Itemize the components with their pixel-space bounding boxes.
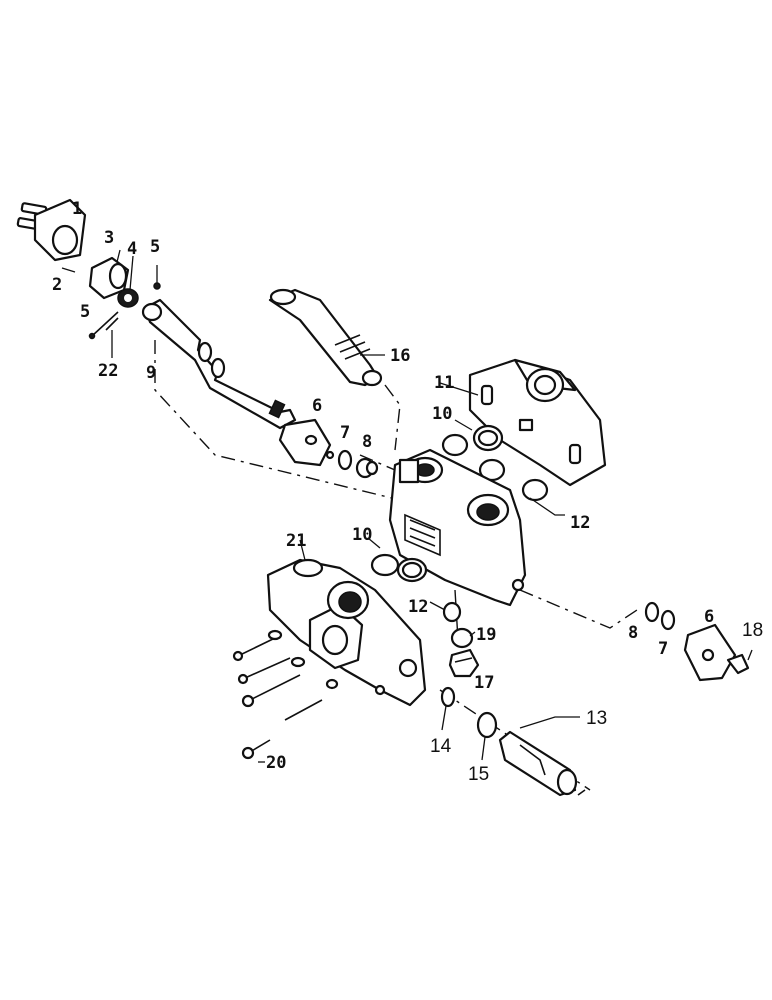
- callout-6-right: 6: [704, 607, 714, 627]
- part-3-sleeve: [88, 256, 130, 300]
- callout-10-lower: 10: [352, 525, 372, 545]
- part-9-spool: [141, 298, 297, 430]
- callout-9: 9: [146, 363, 156, 383]
- callout-12-upper: 12: [570, 513, 590, 533]
- part-10-12-seals-lower: [370, 553, 462, 623]
- callout-7-right: 7: [658, 639, 668, 659]
- callout-5-lower: 5: [80, 302, 90, 322]
- callout-5-upper: 5: [150, 237, 160, 257]
- callout-17: 17: [474, 673, 494, 693]
- callout-labels: 1 2 3 4 5 5 22 9 16 11 10 6 7 8 12 21 10…: [52, 199, 763, 785]
- part-6-7-8-18-right: [644, 601, 753, 682]
- callout-3: 3: [104, 228, 114, 248]
- callout-16: 16: [390, 346, 410, 366]
- callout-6-upper: 6: [312, 396, 322, 416]
- callout-10-upper: 10: [432, 404, 452, 424]
- part-10-12-seals-upper: [441, 424, 565, 516]
- part-20-bolts: [232, 629, 339, 763]
- callout-21: 21: [286, 531, 306, 551]
- part-19-disc: [450, 627, 474, 649]
- part-21-inlet-section: [266, 558, 427, 707]
- callout-11: 11: [434, 373, 454, 393]
- part-7-8-seals-upper: [337, 449, 379, 479]
- part-15-oring: [476, 711, 498, 761]
- callout-19: 19: [476, 625, 496, 645]
- part-16-spool: [268, 288, 383, 387]
- callout-15: 15: [468, 764, 489, 785]
- callout-12-lower: 12: [408, 597, 428, 617]
- callout-22: 22: [98, 361, 118, 381]
- part-11-end-section: [468, 358, 607, 487]
- part-14-washer: [440, 686, 456, 731]
- part-17-plug: [448, 648, 480, 678]
- callout-8-right: 8: [628, 623, 638, 643]
- callout-13: 13: [586, 708, 607, 729]
- callout-14: 14: [430, 736, 452, 757]
- part-13-relief-plug: [498, 716, 586, 797]
- callout-20: 20: [266, 753, 286, 773]
- callout-7-upper: 7: [340, 423, 350, 443]
- part-2-end-cap: [33, 198, 87, 262]
- leader-lines: [61, 249, 479, 637]
- callout-1: 1: [72, 199, 82, 219]
- part-22-pin: [105, 317, 119, 358]
- part-4-nut: [117, 288, 139, 308]
- part-5-pins: [88, 265, 161, 340]
- callout-18: 18: [742, 620, 763, 641]
- callout-2: 2: [52, 275, 62, 295]
- callout-8-upper: 8: [362, 432, 372, 452]
- callout-4: 4: [127, 239, 137, 259]
- part-6-cover-plate: [278, 418, 335, 467]
